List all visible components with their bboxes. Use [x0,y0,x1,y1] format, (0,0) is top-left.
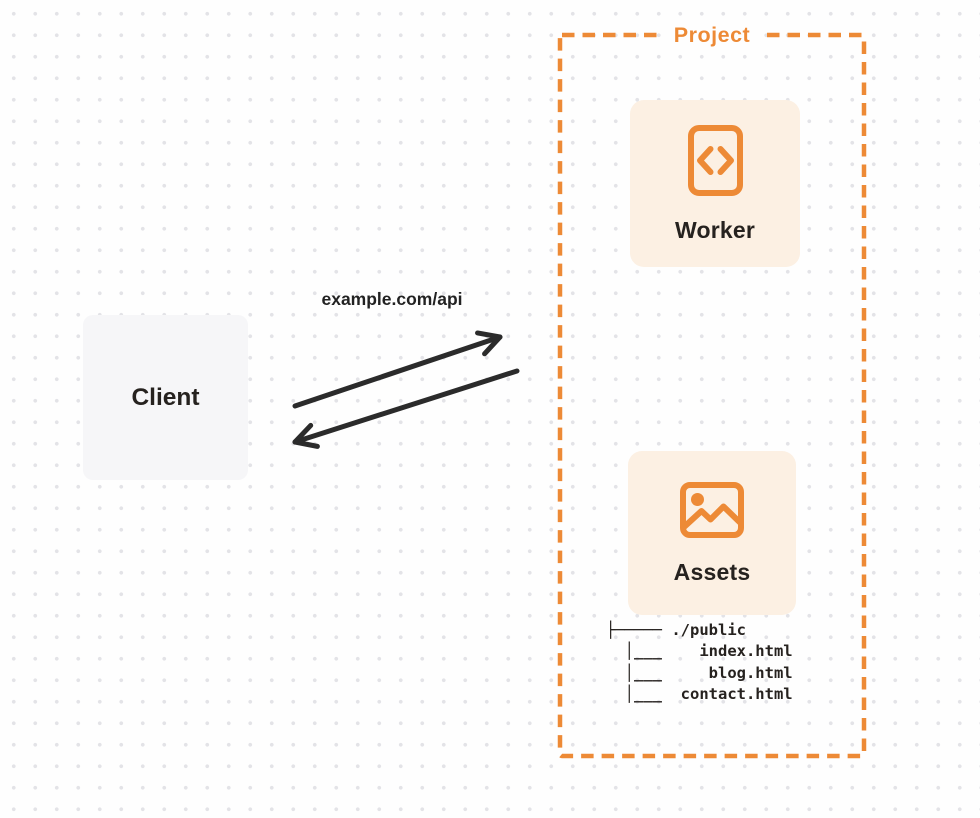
assets-label: Assets [673,558,751,585]
file-tree-root: ├───── ./public [606,621,746,639]
file-tree: ├───── ./public │___ index.html │___ blo… [606,620,793,705]
worker-label: Worker [674,216,756,243]
file-tree-item: │___ blog.html [606,663,793,682]
assets-card: Assets [628,451,796,615]
file-tree-item: │___ contact.html [606,684,793,703]
project-label: Project [663,21,761,50]
worker-card: Worker [630,100,800,267]
client-label: Client [131,383,200,411]
request-url-label: example.com/api [321,289,463,309]
code-file-icon [687,124,743,196]
image-icon [680,481,744,538]
client-box: Client [83,315,248,480]
file-tree-item: │___ index.html [606,642,793,661]
